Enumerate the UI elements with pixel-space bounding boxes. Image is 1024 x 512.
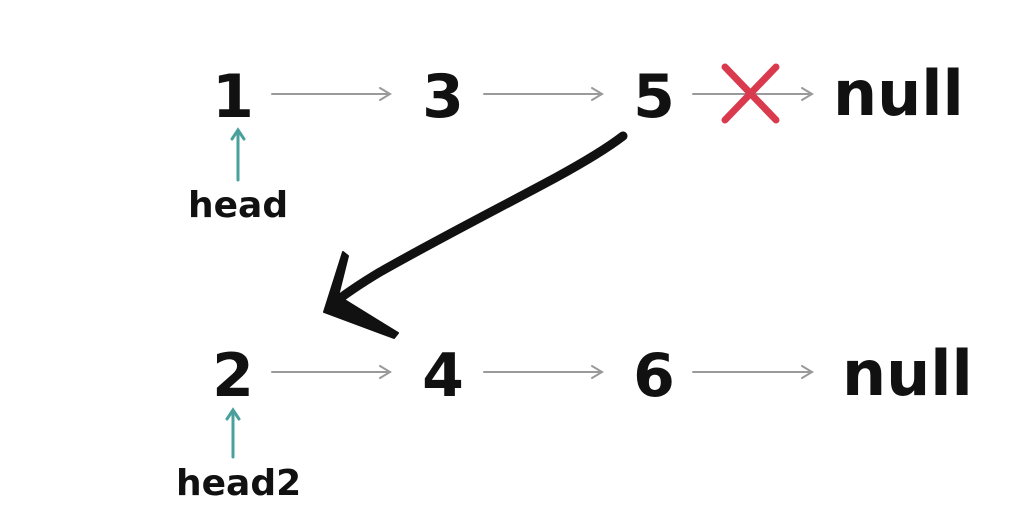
list2-node-1: 2 — [212, 341, 254, 411]
head2-label: head2 — [176, 463, 302, 504]
curved-arrow-icon — [323, 131, 628, 339]
list2-node-2: 4 — [422, 341, 464, 411]
cross-icon — [721, 63, 780, 124]
list2-null: null — [842, 337, 973, 410]
link-arrow-4-6 — [483, 365, 604, 379]
up-arrow-icon — [225, 407, 241, 459]
link-arrow-2-4 — [271, 365, 392, 379]
list2-node-3: 6 — [633, 341, 675, 411]
head-label: head — [188, 185, 289, 226]
link-arrow-3-5 — [483, 87, 604, 101]
link-arrow-1-3 — [271, 87, 392, 101]
list1-node-3: 5 — [633, 62, 675, 132]
link-arrow-6-null — [692, 365, 814, 379]
list1-node-2: 3 — [422, 62, 464, 132]
list1-node-1: 1 — [212, 62, 254, 132]
up-arrow-icon — [230, 127, 246, 182]
list1-null: null — [833, 57, 964, 130]
